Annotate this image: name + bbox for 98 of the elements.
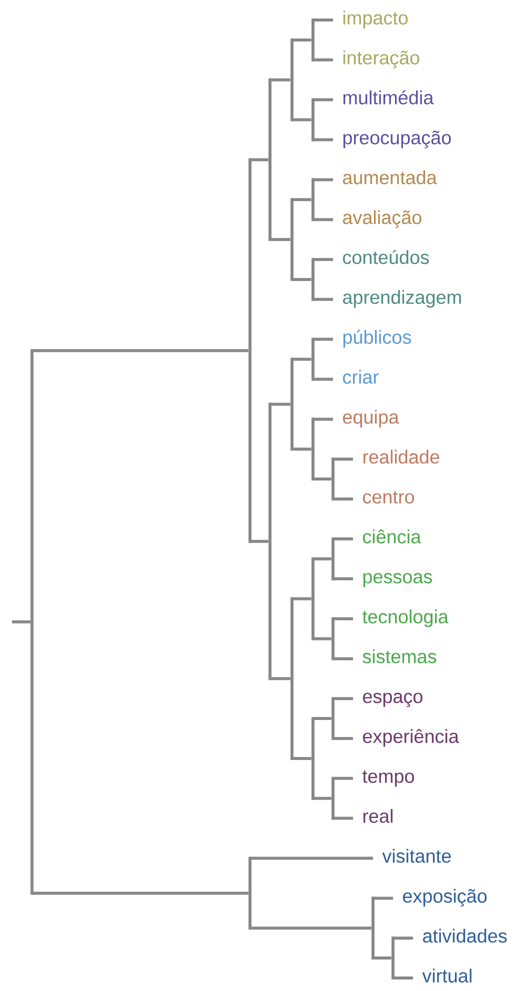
junction-line bbox=[312, 18, 314, 62]
leaf-label: interação bbox=[343, 50, 420, 68]
junction-line bbox=[372, 896, 374, 960]
branch-line bbox=[333, 458, 353, 461]
branch-line bbox=[333, 816, 353, 820]
leaf-label: sistemas bbox=[362, 649, 436, 664]
branch-line bbox=[292, 38, 312, 42]
leaf-label: conteúdos bbox=[343, 250, 429, 264]
branch-line bbox=[292, 757, 312, 760]
branch-line bbox=[270, 238, 290, 241]
junction-line bbox=[392, 936, 394, 980]
branch-line bbox=[393, 976, 413, 980]
junction-line bbox=[290, 358, 294, 451]
branch-line bbox=[333, 697, 353, 700]
branch-line bbox=[313, 178, 333, 182]
junction-line bbox=[332, 617, 334, 660]
branch-line bbox=[250, 540, 268, 543]
branch-line bbox=[292, 278, 312, 281]
junction-line bbox=[248, 158, 252, 543]
junction-line bbox=[290, 597, 294, 760]
junction-line bbox=[312, 338, 314, 381]
branch-line bbox=[292, 358, 312, 361]
branch-line bbox=[373, 956, 392, 960]
leaf-label: criar bbox=[343, 370, 379, 384]
branch-line bbox=[333, 498, 353, 500]
leaf-label: atividades bbox=[423, 928, 507, 943]
branch-line bbox=[333, 657, 353, 660]
leaf-label: tempo bbox=[362, 770, 414, 787]
junction-line bbox=[332, 776, 334, 820]
branch-line bbox=[333, 577, 353, 580]
branch-line bbox=[313, 258, 333, 261]
leaf-label: públicos bbox=[343, 330, 411, 348]
leaf-label: avaliação bbox=[343, 210, 422, 228]
branch-line bbox=[333, 737, 353, 740]
leaf-label: aprendizagem bbox=[343, 290, 461, 308]
branch-line bbox=[313, 478, 332, 480]
junction-line bbox=[312, 717, 314, 800]
branch-line bbox=[333, 776, 353, 780]
leaf-label: visitante bbox=[382, 848, 451, 863]
junction-line bbox=[312, 557, 314, 640]
branch-line bbox=[313, 138, 333, 142]
branch-line bbox=[313, 98, 333, 102]
junction-line bbox=[290, 198, 294, 281]
branch-line bbox=[32, 892, 248, 895]
junction-line bbox=[248, 856, 252, 930]
branch-line bbox=[313, 338, 333, 341]
leaf-label: espaço bbox=[363, 692, 422, 707]
leaf-label: ciência bbox=[363, 530, 422, 544]
branch-line bbox=[270, 402, 290, 406]
leaf-label: experiência bbox=[363, 729, 459, 747]
branch-line bbox=[250, 926, 372, 930]
leaf-label: tecnologia bbox=[362, 609, 448, 628]
junction-line bbox=[290, 38, 294, 122]
leaf-label: pessoas bbox=[363, 573, 432, 588]
branch-line bbox=[250, 856, 373, 860]
branch-line bbox=[313, 557, 332, 560]
branch-line bbox=[313, 218, 333, 222]
junction-line bbox=[332, 697, 334, 740]
branch-line bbox=[313, 18, 333, 22]
branch-line bbox=[313, 796, 332, 800]
branch-line bbox=[292, 118, 312, 122]
branch-line bbox=[270, 677, 290, 680]
branch-line bbox=[313, 418, 333, 421]
leaf-label: preocupação bbox=[343, 130, 451, 148]
leaf-label: centro bbox=[363, 491, 414, 504]
junction-line bbox=[312, 178, 314, 222]
branch-line bbox=[333, 617, 353, 620]
branch-line bbox=[313, 637, 332, 640]
leaf-label: multimédia bbox=[343, 90, 434, 104]
branch-line bbox=[32, 349, 248, 352]
leaf-label: virtual bbox=[422, 968, 472, 983]
leaf-label: aumentada bbox=[343, 170, 437, 184]
branch-line bbox=[12, 620, 32, 624]
leaf-label: impacto bbox=[343, 10, 408, 28]
branch-line bbox=[393, 936, 413, 940]
leaf-label: real bbox=[363, 808, 392, 823]
junction-line bbox=[268, 78, 272, 242]
branch-line bbox=[313, 58, 333, 62]
branch-line bbox=[292, 597, 312, 600]
branch-line bbox=[313, 717, 332, 720]
branch-line bbox=[292, 448, 312, 451]
branch-line bbox=[292, 198, 312, 202]
junction-line bbox=[312, 98, 314, 142]
branch-line bbox=[313, 298, 333, 301]
leaf-label: realidade bbox=[363, 450, 440, 464]
junction-line bbox=[332, 537, 334, 580]
junction-line bbox=[312, 258, 314, 301]
junction-line bbox=[312, 418, 314, 481]
branch-line bbox=[270, 78, 290, 82]
junction-line bbox=[268, 402, 272, 680]
branch-line bbox=[313, 378, 333, 381]
branch-line bbox=[250, 158, 268, 162]
junction-line bbox=[332, 458, 334, 500]
leaf-label: equipa bbox=[343, 410, 400, 428]
branch-line bbox=[333, 537, 353, 540]
junction-line bbox=[30, 349, 34, 895]
leaf-label: exposição bbox=[403, 888, 487, 907]
branch-line bbox=[373, 896, 393, 900]
